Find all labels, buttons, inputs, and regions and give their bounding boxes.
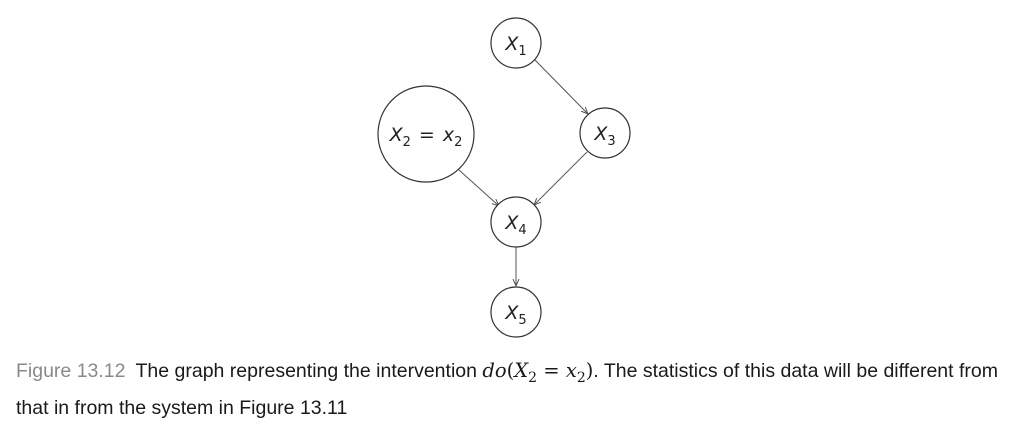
edge-x1-x3 — [533, 58, 588, 114]
node-x3: X3 — [579, 107, 631, 159]
caption-text-after: . The statistics of this data will be di… — [16, 360, 998, 419]
figure-label: Figure 13.12 — [16, 360, 126, 382]
node-x4: X4 — [490, 196, 542, 248]
svg-text:X1: X1 — [504, 33, 526, 59]
svg-text:X2=x2: X2=x2 — [389, 124, 463, 150]
edge-x2-x4 — [458, 169, 499, 206]
causal-graph: X1 X2=x2 X3 X4 X5 — [377, 17, 631, 338]
caption-text-before: The graph representing the intervention — [135, 360, 483, 382]
svg-text:X3: X3 — [593, 123, 615, 149]
figure-caption: Figure 13.12 The graph representing the i… — [16, 356, 1006, 423]
node-x2-intervened: X2=x2 — [377, 85, 475, 183]
node-x5: X5 — [490, 286, 542, 338]
svg-text:X4: X4 — [504, 212, 526, 238]
edge-x3-x4 — [534, 151, 588, 205]
node-x1: X1 — [490, 17, 542, 69]
svg-text:X5: X5 — [504, 302, 526, 328]
caption-math: do(X2 = x2) — [482, 359, 594, 386]
